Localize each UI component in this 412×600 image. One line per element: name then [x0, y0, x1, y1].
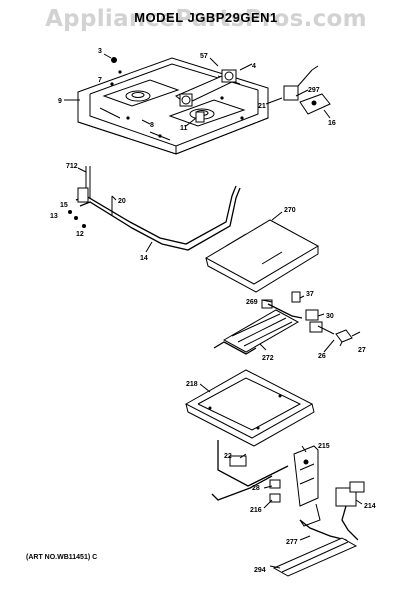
model-title: MODEL JGBP29GEN1 [134, 10, 278, 25]
part-label-3: 3 [98, 48, 102, 55]
manifold-valve [175, 69, 237, 107]
part-labels: 3 57 4 9 8 7 11 21 297 16 712 20 15 13 1… [50, 48, 376, 574]
part-label-270: 270 [284, 207, 296, 214]
part-label-9: 9 [58, 98, 62, 105]
heat-shield-270 [204, 219, 320, 293]
part-label-216: 216 [250, 507, 262, 514]
part-label-13: 13 [50, 213, 58, 220]
part-label-294: 294 [254, 567, 266, 574]
part-label-215: 215 [318, 443, 330, 450]
safety-valve-assembly [272, 481, 365, 577]
part-label-37: 37 [306, 291, 314, 298]
part-label-11: 11 [180, 125, 188, 132]
part-label-297: 297 [308, 87, 320, 94]
part-label-28: 28 [252, 485, 260, 492]
part-label-57: 57 [200, 53, 208, 60]
burner-box [77, 57, 269, 155]
part-label-7: 7 [98, 77, 102, 84]
leader-lines [77, 57, 363, 569]
oven-bottom-218 [184, 369, 315, 447]
part-label-269: 269 [246, 299, 258, 306]
lower-burner-assembly [211, 440, 319, 507]
part-label-26: 26 [318, 353, 326, 360]
part-label-12: 12 [76, 231, 84, 238]
part-label-20: 20 [118, 198, 126, 205]
part-label-277: 277 [286, 539, 298, 546]
control-rod-14 [68, 166, 241, 251]
part-label-4: 4 [252, 63, 256, 70]
part-label-15: 15 [60, 202, 68, 209]
part-label-218: 218 [186, 381, 198, 388]
bracket-11 [195, 111, 205, 123]
watermark: AppliancePartsPros.com [45, 6, 367, 32]
part-label-27: 27 [358, 347, 366, 354]
art-number: (ART NO.WB11451) C [26, 554, 98, 561]
igniter-assembly [261, 291, 361, 343]
part-label-272: 272 [262, 355, 274, 362]
part-label-14: 14 [140, 255, 148, 262]
part-label-712: 712 [66, 163, 78, 170]
part-label-22: 22 [224, 453, 232, 460]
igniter-switch [283, 65, 331, 115]
oven-burner-272 [213, 309, 300, 355]
part-label-16: 16 [328, 120, 336, 127]
part-label-30: 30 [326, 313, 334, 320]
part-label-214: 214 [364, 503, 376, 510]
part-label-21: 21 [258, 103, 266, 110]
part-label-8: 8 [150, 122, 154, 129]
screw-3 [103, 53, 117, 63]
